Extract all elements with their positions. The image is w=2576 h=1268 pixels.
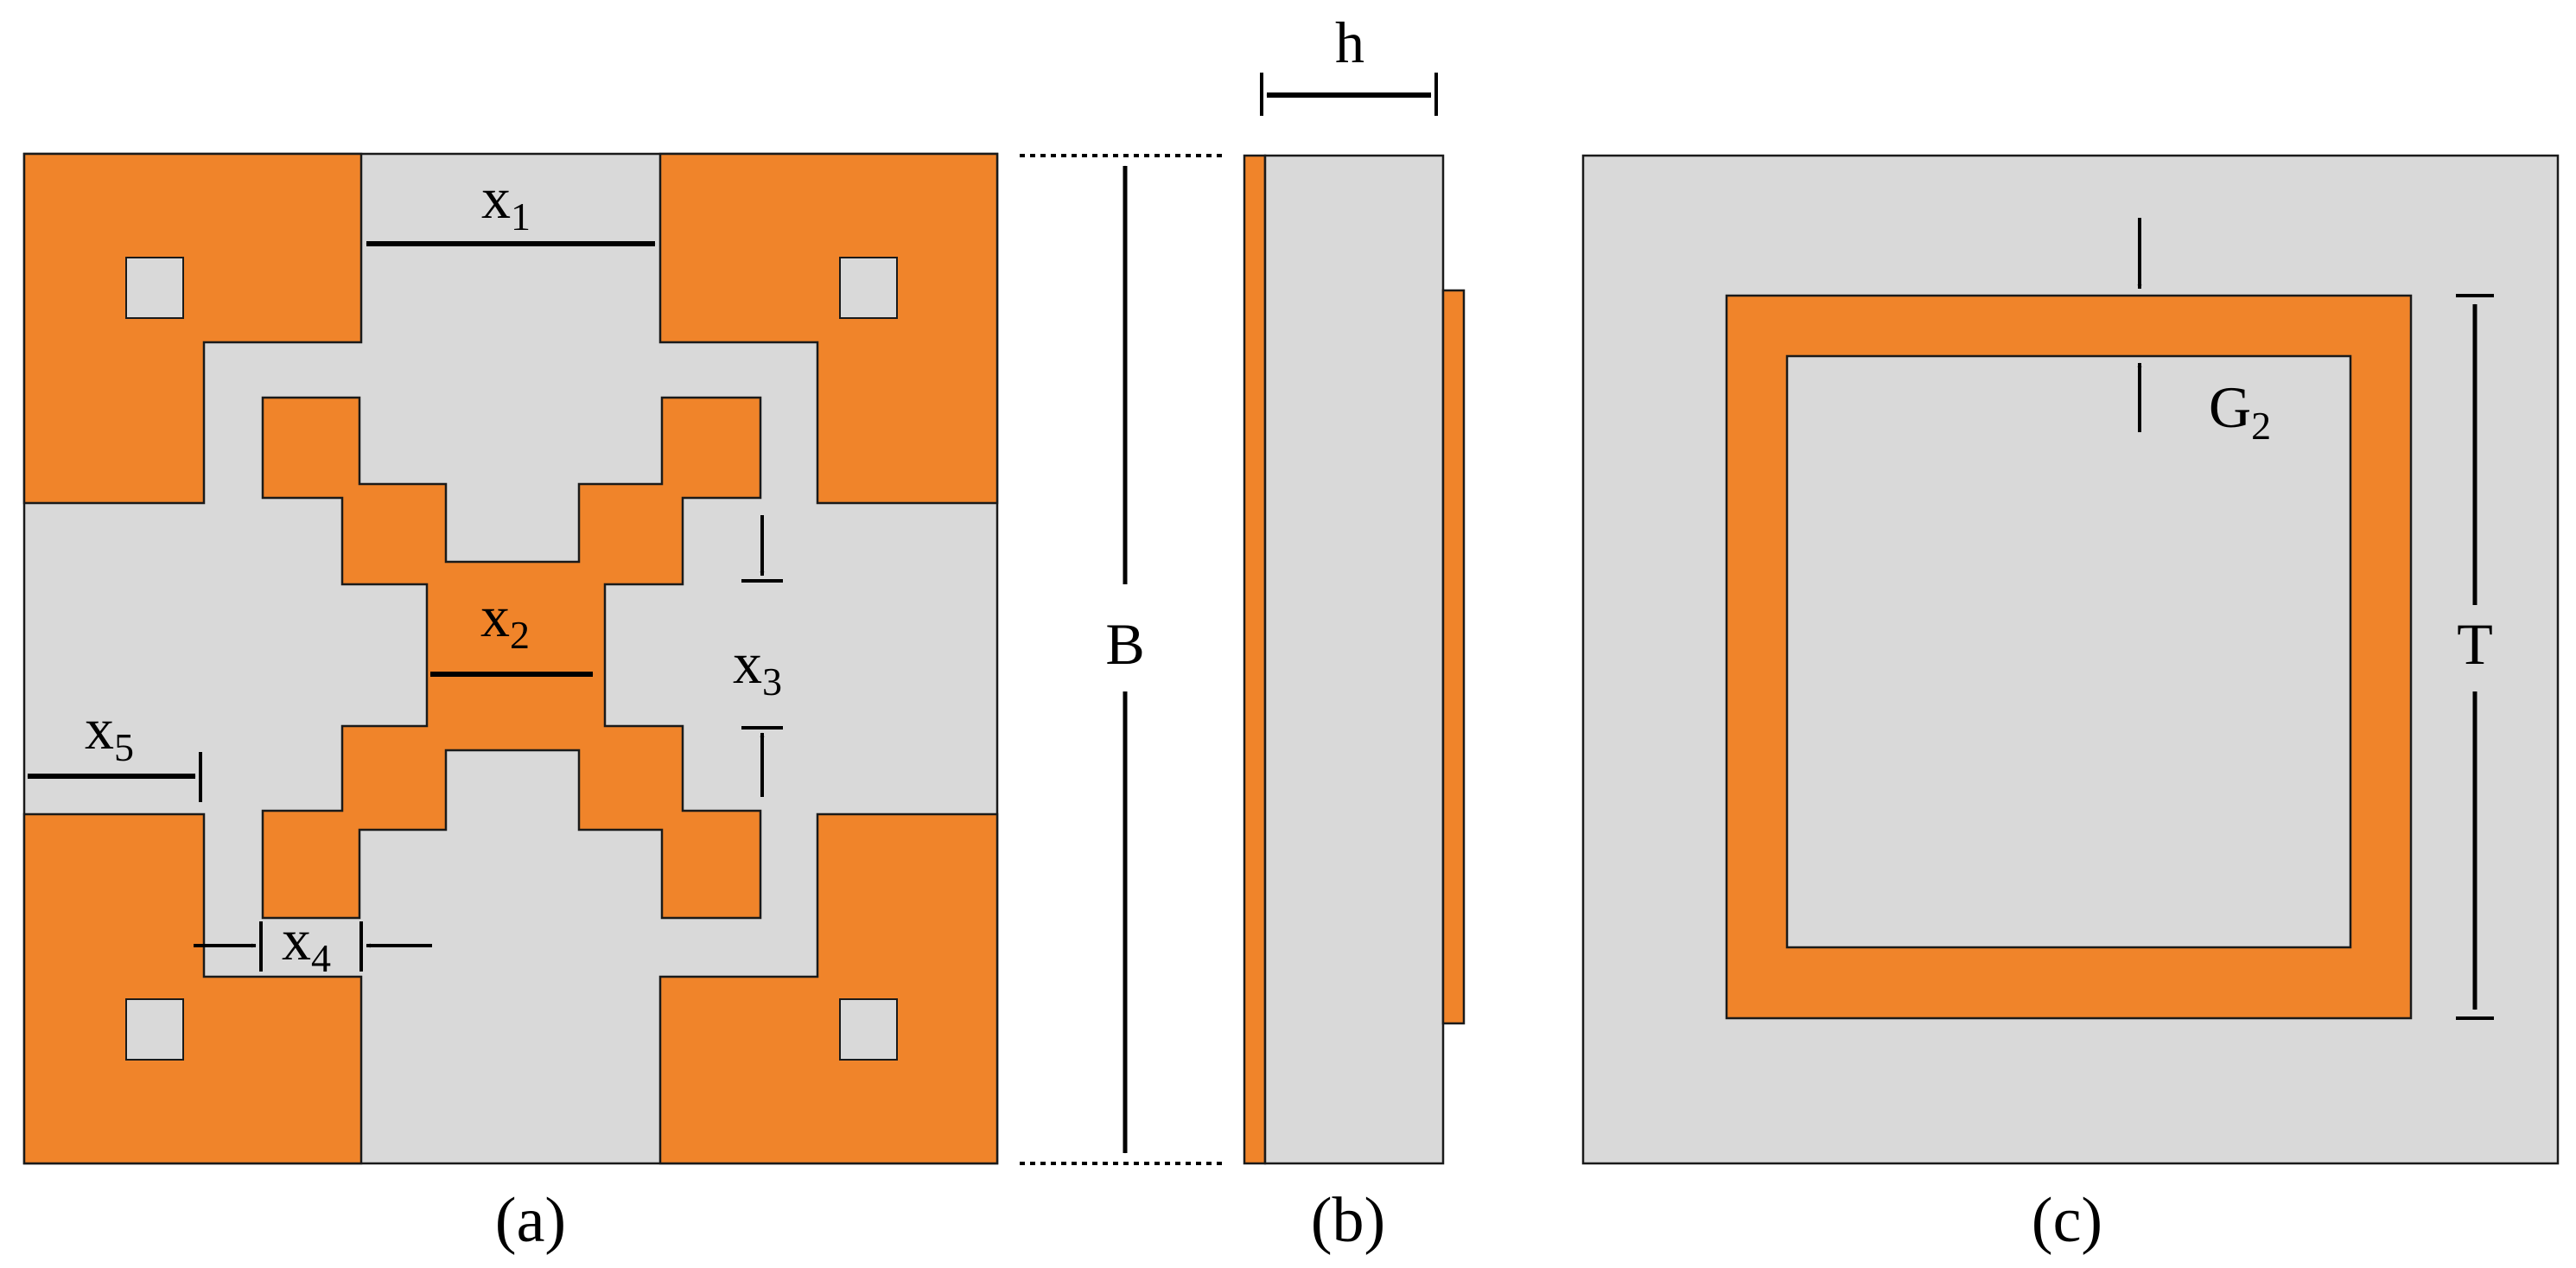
corner-hole-top-right [839,257,898,319]
c-square-ring-inner [1785,354,2352,949]
panel-a-caption: (a) [495,1185,566,1256]
b-substrate-layer [1263,154,1445,1165]
x2-label: x2 [480,583,530,657]
corner-hole-top-left [125,257,184,319]
corner-patch-top-right [658,152,999,505]
x1-label: x1 [481,165,531,239]
corner-patch-bottom-right [658,812,999,1165]
corner-hole-bottom-left [125,998,184,1061]
t-length-label: T [2457,611,2493,677]
h-label: h [1335,10,1364,75]
corner-hole-bottom-right [839,998,898,1061]
b-front-copper-layer [1441,289,1466,1025]
x5-label: x5 [85,696,134,769]
x3-label: x3 [733,630,782,704]
panel-c: G2 T (c) [1581,154,2560,1256]
panel-c-caption: (c) [2032,1185,2102,1256]
b-back-copper-layer [1243,154,1267,1165]
g2-label: G2 [2209,374,2271,448]
b-length-label: B [1105,611,1144,677]
x4-label: x4 [282,907,331,980]
panel-b-caption: (b) [1311,1185,1385,1256]
corner-patch-top-left [22,152,363,505]
central-cross-patch [261,396,762,920]
panel-b: B h (b) [1020,10,1466,1256]
panel-a: x1 x2 x3 x4 x5 (a) [22,152,999,1256]
corner-patch-bottom-left [22,812,363,1165]
